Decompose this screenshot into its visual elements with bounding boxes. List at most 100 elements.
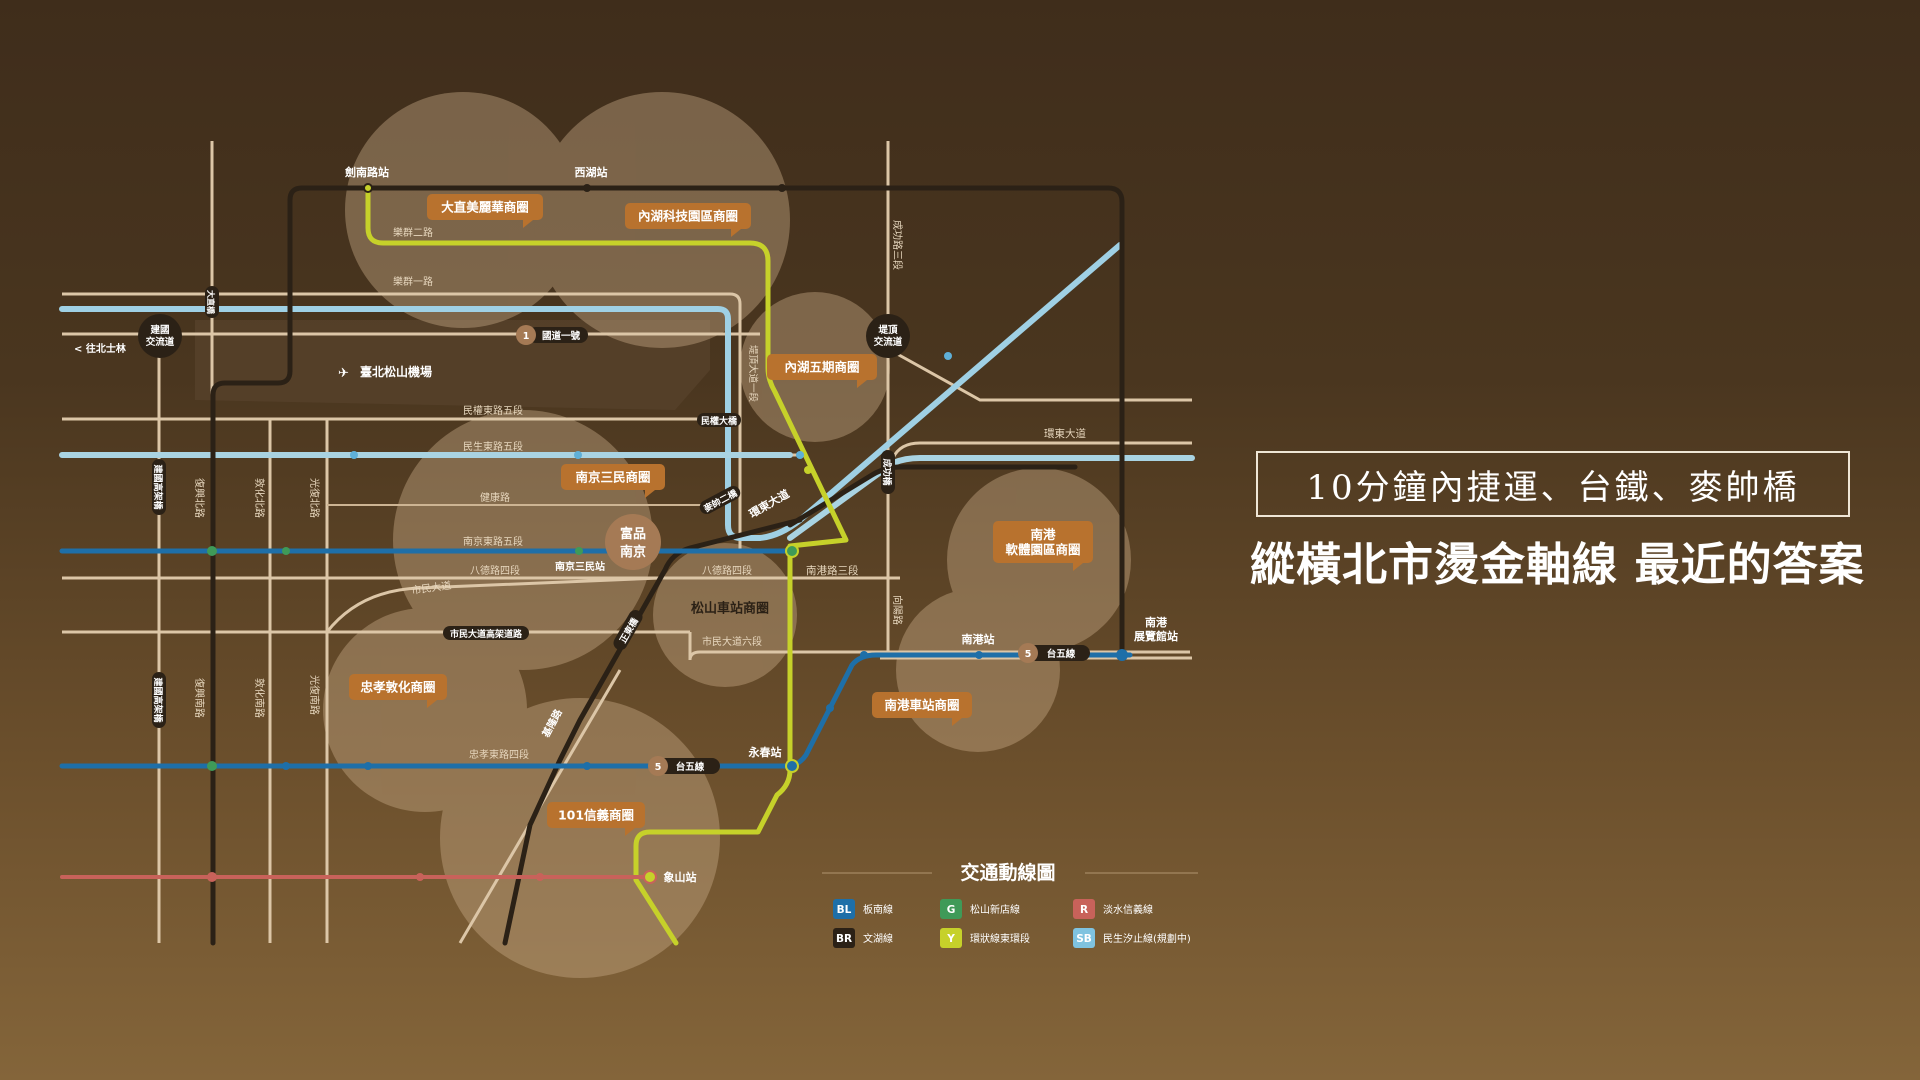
interchange-tiding-line2: 交流道 [874,336,903,348]
road-dunhua-n: 敦化北路 [253,478,266,518]
tagline-box: 10分鐘內捷運、台鐵、麥帥橋 [1256,451,1850,517]
site-name-line1: 富品 [620,526,646,542]
road-jiankang: 健康路 [480,491,510,504]
station-dots [207,183,1128,884]
road-guangfu-n: 光復北路 [308,478,321,518]
bridge-chenggong: 成功橋 [881,458,893,486]
route-tag-freeway: 1 國道一號 [516,325,588,345]
road-civic-elev: 市民大道高架道路 [450,628,523,640]
headline: 縱橫北市燙金軸線 最近的答案 [1250,538,1865,591]
site-name-line2: 南京 [620,544,646,560]
legend-code: G [947,904,956,916]
legend-item-br: BR 文湖線 [833,928,893,948]
station-yongchun: 永春站 [748,745,782,759]
freeway-name: 國道一號 [542,330,581,342]
district-8: 南港車站商圈 [872,692,972,726]
provincial-b-name: 台五線 [676,761,705,773]
station-nangang: 南港站 [962,632,995,646]
interchange-tiding-line1: 堤頂 [878,324,898,336]
airport-label: ✈ 臺北松山機場 [338,364,432,381]
district-label: 南港 [1030,527,1056,542]
interchange-jianguo-line2: 交流道 [146,336,175,348]
airport-name: 臺北松山機場 [360,364,432,379]
road-guangfu-s: 光復南路 [308,675,321,715]
station-nangang-exh-1: 南港 [1145,615,1168,629]
legend-code: R [1080,904,1088,916]
legend-code: SB [1076,933,1092,945]
road-bade-w: 八德路四段 [470,564,520,577]
district-6: 松山車站商圈 [691,601,769,617]
station-xiangshan: 象山站 [664,870,697,884]
station-jiannan: 劍南路站 [344,165,389,179]
legend-name: 松山新店線 [970,903,1020,916]
bridge-minquan: 民權大橋 [701,415,738,427]
direction-shilin: < 往北士林 [74,342,127,355]
road-minquan: 民權東路五段 [463,404,523,417]
district-2: 內湖科技園區商圈 [625,203,751,237]
legend-name: 文湖線 [863,932,893,945]
legend-item-r: R 淡水信義線 [1073,899,1153,919]
provincial-b-num: 5 [655,762,662,773]
legend-title: 交通動線圖 [960,861,1055,884]
district-9: 101信義商圈 [547,802,645,836]
circle-zhongxiao [323,608,527,812]
road-nanjing: 南京東路五段 [463,535,523,548]
road-fuxing-s: 復興南路 [193,678,206,718]
district-label: 大直美麗華商圈 [441,200,529,215]
road-xiangyang: 向陽路 [891,595,904,625]
legend-item-sb: SB 民生汐止線(規劃中) [1073,928,1191,948]
road-nangang3: 南港路三段 [806,564,859,577]
interchange-tiding: 堤頂 交流道 [866,314,910,358]
legend-item-g: G 松山新店線 [940,899,1020,919]
provincial-a-num: 5 [1025,649,1032,660]
legend-name: 環狀線東環段 [970,932,1030,945]
legend-code: BL [837,904,852,916]
legend-name: 民生汐止線(規劃中) [1103,932,1191,945]
tagline: 10分鐘內捷運、台鐵、麥帥橋 [1306,467,1800,508]
circle-nangang-station [896,588,1060,752]
road-huandong-e: 環東大道 [1044,427,1086,440]
road-huandong-w: 環東大道 [747,486,792,520]
legend-name: 淡水信義線 [1103,903,1153,916]
legend-code: BR [836,933,852,945]
road-minsheng: 民生東路五段 [463,440,523,453]
station-nanjing-sanmin: 南京三民站 [555,560,605,573]
line-y [365,185,849,946]
district-1: 大直美麗華商圈 [427,194,543,228]
road-bade-e: 八德路四段 [702,564,752,577]
district-label: 101信義商圈 [558,808,634,823]
station-labels: 劍南路站 西湖站 南京三民站 南港站 永春站 象山站 南港 展覽館站 < 往北士… [74,165,1178,884]
site-marker: 富品 南京 [605,514,661,570]
interchange-jianguo: 建國 交流道 [138,314,182,358]
district-3: 內湖五期商圈 [767,354,877,388]
legend-name: 板南線 [863,903,893,916]
district-7: 忠孝敦化商圈 [349,674,447,708]
line-sb [59,242,1123,541]
road-lequn1: 樂群一路 [393,275,433,288]
road-chenggong3: 成功路三段 [891,220,904,270]
road-jianguo-n: 建國高架橋 [152,464,164,510]
road-jianguo-s: 建國高架橋 [152,677,164,723]
airplane-icon: ✈ [338,366,349,381]
district-label: 內湖科技園區商圈 [638,209,738,224]
road-fuxing-n: 復興北路 [193,478,206,518]
freeway-num: 1 [523,331,530,342]
district-label: 南京三民商圈 [575,470,650,485]
provincial-a-name: 台五線 [1047,648,1076,660]
bridge-dazhi: 大直橋 [206,290,216,315]
road-tiding: 堤頂大道一段 [747,345,759,403]
district-label: 忠孝敦化商圈 [360,680,435,695]
district-label: 松山車站商圈 [691,601,769,617]
road-lequn2: 樂群二路 [393,226,433,239]
district-4: 南京三民商圈 [561,464,665,498]
legend-item-bl: BL 板南線 [833,899,893,919]
district-label: 內湖五期商圈 [784,360,859,375]
interchange-jianguo-line1: 建國 [149,324,169,336]
road-civic6: 市民大道六段 [702,635,762,648]
district-label: 南港車站商圈 [884,698,959,713]
district-label: 軟體園區商圈 [1005,542,1080,557]
